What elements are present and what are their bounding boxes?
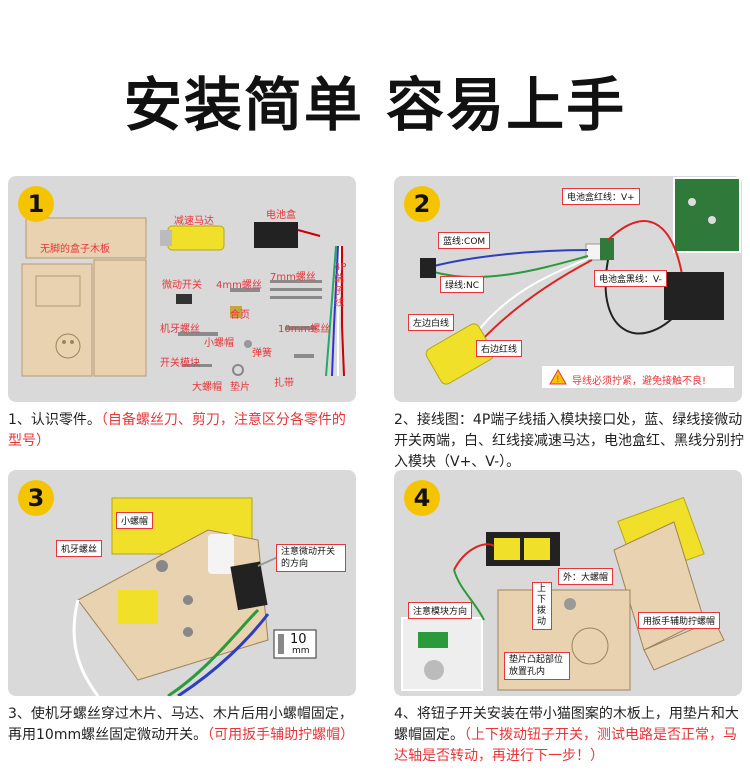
step-2-panel: ! 2 电池盒红线：V+ 蓝线:COM 绿线:NC 电池盒黑线：V- 左边白线 … — [394, 176, 742, 402]
warning-text: 导线必须拧紧，避免接触不良! — [572, 376, 707, 387]
page-title: 安装简单 容易上手 — [123, 71, 627, 139]
step-1-panel: 1 无脚的盒子木板 减速马达 电池盒 4P端子线 微动开关 4mm螺丝 7mm螺… — [8, 176, 356, 402]
label-box-board: 无脚的盒子木板 — [40, 244, 110, 255]
label-outer-nut: 外：大螺帽 — [558, 568, 614, 585]
assembly-illustration — [72, 497, 317, 696]
label-battery-box: 电池盒 — [266, 210, 296, 221]
label-small-nut: 小螺帽 — [204, 338, 234, 349]
label-green-nc: 绿线:NC — [440, 276, 485, 293]
label-washer-note: 垫片凸起部位放置孔内 — [504, 652, 570, 680]
step-4-panel: 4 外：大螺帽 上下拨动 注意模块方向 用扳手辅助拧螺帽 垫片凸起部位放置孔内 — [394, 470, 742, 696]
parts-illustration — [21, 217, 345, 377]
label-right-red: 右边红线 — [476, 340, 523, 357]
label-module-direction: 注意模块方向 — [408, 602, 473, 619]
label-machine-screw: 机牙螺丝 — [160, 324, 200, 335]
label-4mm-screw: 4mm螺丝 — [216, 280, 262, 291]
label-7mm-screw: 7mm螺丝 — [270, 272, 316, 283]
label-zip-tie: 扎带 — [274, 378, 294, 389]
label-small-nut: 小螺帽 — [116, 512, 154, 529]
label-microswitch: 微动开关 — [162, 280, 202, 291]
step-2-caption: 2、接线图：4P端子线插入模块接口处，蓝、绿线接微动开关两端，白、红线接减速马达… — [394, 412, 744, 470]
step-3-caption: 3、使机牙螺丝穿过木片、马达、木片后用小螺帽固定，再用10mm螺丝固定微动开关。… — [8, 706, 355, 743]
label-machine-screw: 机牙螺丝 — [56, 540, 103, 557]
step-number-badge: 4 — [404, 480, 440, 516]
svg-text:!: ! — [556, 375, 560, 385]
step-1-caption: 1、认识零件。（自备螺丝刀、剪刀，注意区分各零件的型号） — [8, 412, 346, 449]
screw-size-unit: mm — [292, 646, 310, 656]
step-number-badge: 1 — [18, 186, 54, 222]
label-battery-red: 电池盒红线：V+ — [562, 188, 640, 205]
label-battery-black: 电池盒黑线：V- — [594, 270, 667, 287]
screw-size-value: 10 — [290, 632, 307, 647]
step-number-badge: 3 — [18, 480, 54, 516]
label-blue-com: 蓝线:COM — [438, 232, 491, 249]
label-left-white: 左边白线 — [408, 314, 455, 331]
label-wrench: 用扳手辅助拧螺帽 — [638, 612, 721, 629]
label-spring: 弹簧 — [252, 348, 272, 359]
label-washer: 垫片 — [230, 382, 250, 393]
label-10mm-screw: 10mm螺丝 — [278, 324, 331, 335]
label-motor: 减速马达 — [174, 216, 214, 227]
label-coupler: 合页 — [230, 310, 250, 321]
label-toggle-module: 开关模块 — [160, 358, 200, 369]
step-number-badge: 2 — [404, 186, 440, 222]
label-toggle-direction: 上下拨动 — [532, 582, 552, 630]
wiring-illustration: ! — [420, 177, 741, 388]
label-big-nut: 大螺帽 — [192, 382, 222, 393]
label-switch-direction: 注意微动开关的方向 — [276, 544, 346, 572]
step-4-caption: 4、将钮子开关安装在带小猫图案的木板上，用垫片和大螺帽固定。（上下拨动钮子开关，… — [394, 706, 739, 764]
step-3-panel: 3 小螺帽 机牙螺丝 注意微动开关的方向 10 mm — [8, 470, 356, 696]
label-terminal: 4P端子线 — [334, 262, 347, 309]
